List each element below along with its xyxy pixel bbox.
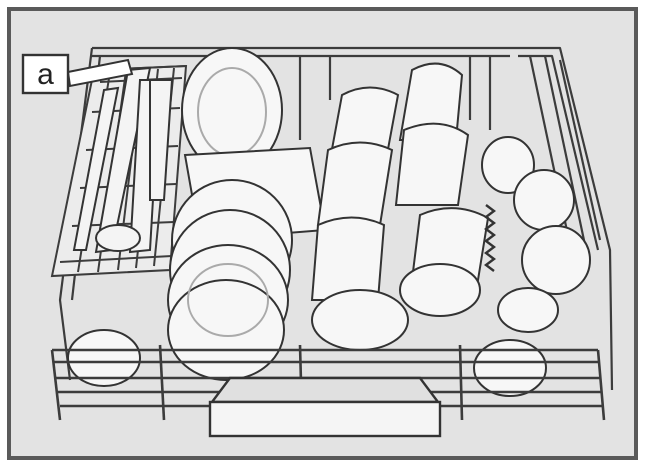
front-handle — [208, 376, 442, 438]
bowls — [473, 136, 591, 397]
front-left-bowl — [67, 329, 141, 387]
callout-pointer — [66, 58, 134, 88]
callout-label: a — [21, 53, 134, 95]
callout-box — [21, 53, 70, 95]
cutlery-utensils — [72, 66, 174, 254]
callout-letter: a — [37, 58, 54, 91]
plates — [167, 47, 327, 381]
spring-wire — [484, 204, 496, 272]
cups — [310, 62, 490, 351]
